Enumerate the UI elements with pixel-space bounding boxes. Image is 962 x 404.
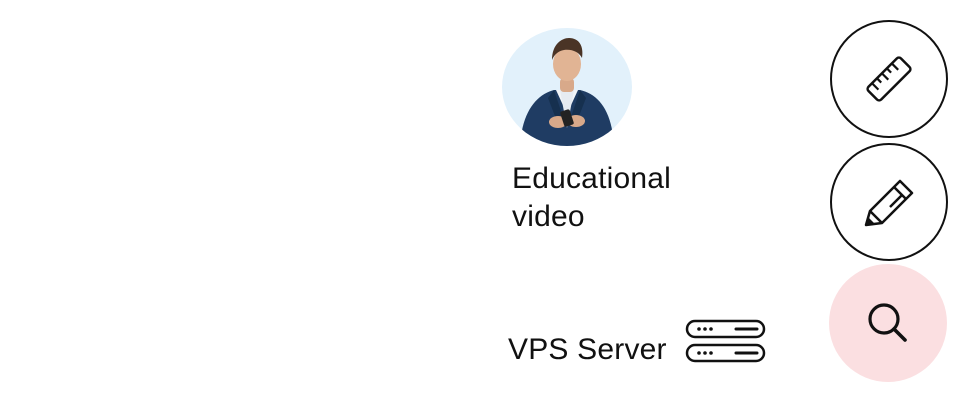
ruler-icon — [866, 56, 912, 102]
card-title: Educational video — [512, 162, 671, 233]
pencil-icon — [864, 179, 914, 227]
ruler-button[interactable] — [830, 20, 948, 138]
search-button[interactable] — [829, 264, 947, 382]
vps-server-label: VPS Server — [508, 333, 667, 366]
server-rack-icon — [685, 318, 767, 369]
avatar[interactable] — [502, 28, 632, 146]
person-with-phone-avatar — [520, 38, 614, 146]
pencil-button[interactable] — [830, 143, 948, 261]
search-icon — [868, 303, 907, 342]
